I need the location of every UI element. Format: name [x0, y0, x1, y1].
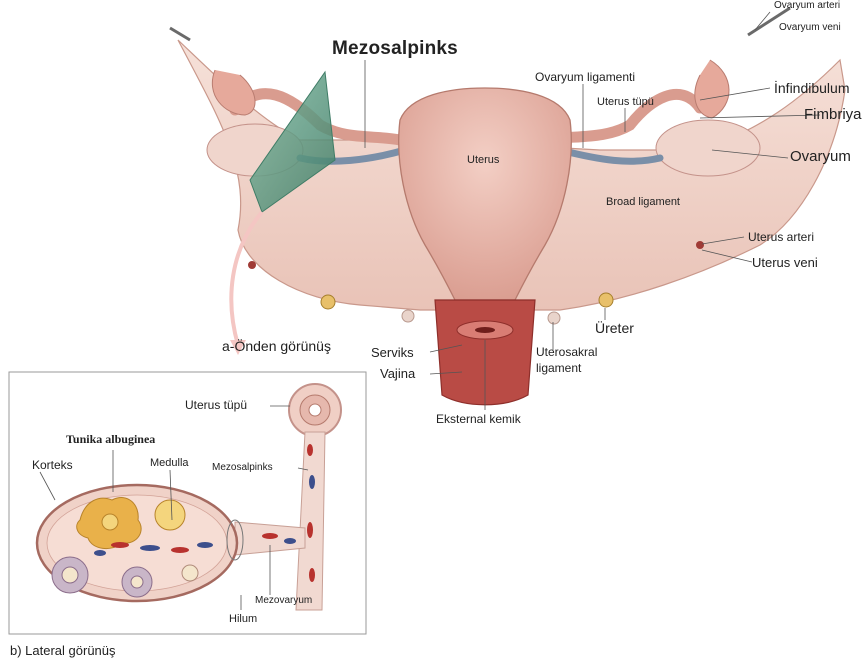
label-uterus-arteri: Uterus arteri — [748, 230, 814, 244]
right-ovary — [656, 120, 760, 176]
label-hilum: Hilum — [229, 613, 257, 625]
label-ovaryum-veni: Ovaryum veni — [779, 22, 841, 33]
right-ureter — [599, 293, 613, 307]
label-tunika-albuginea: Tunika albuginea — [66, 432, 155, 447]
right-fimbriae — [695, 60, 729, 118]
label-eksternal-kemik: Eksternal kemik — [436, 412, 521, 426]
label-mezosalpinks-lateral: Mezosalpinks — [212, 462, 273, 473]
label-fimbriya: Fimbriya — [804, 106, 862, 123]
label-lateral-view: b) Lateral görünüş — [10, 643, 116, 658]
label-front-view: a-Önden görünüş — [222, 338, 331, 354]
label-ovaryum-arteri: Ovaryum arteri — [774, 0, 840, 11]
label-uterus: Uterus — [467, 154, 499, 166]
label-korteks: Korteks — [32, 458, 73, 472]
label-mezovaryum: Mezovaryum — [255, 595, 312, 606]
label-broad-ligament: Broad ligament — [606, 196, 680, 208]
label-vajina: Vajina — [380, 366, 415, 381]
label-ovaryum-ligamenti: Ovaryum ligamenti — [535, 70, 635, 84]
left-ureter — [321, 295, 335, 309]
follicle-small — [155, 500, 185, 530]
label-ovaryum: Ovaryum — [790, 148, 851, 165]
label-infundibulum: İnfindibulum — [774, 80, 850, 96]
label-uterus-tupu-front: Uterus tüpü — [597, 96, 654, 108]
mezosalpinks-title: Mezosalpinks — [332, 38, 458, 60]
label-uterosakral: Uterosakral — [536, 345, 597, 359]
label-uterus-veni: Uterus veni — [752, 255, 818, 270]
label-ureter: Üreter — [595, 320, 634, 336]
label-uterus-tupu-lateral: Uterus tüpü — [185, 398, 247, 412]
label-ligament: ligament — [536, 361, 581, 375]
label-medulla: Medulla — [150, 457, 189, 469]
label-serviks: Serviks — [371, 345, 414, 360]
